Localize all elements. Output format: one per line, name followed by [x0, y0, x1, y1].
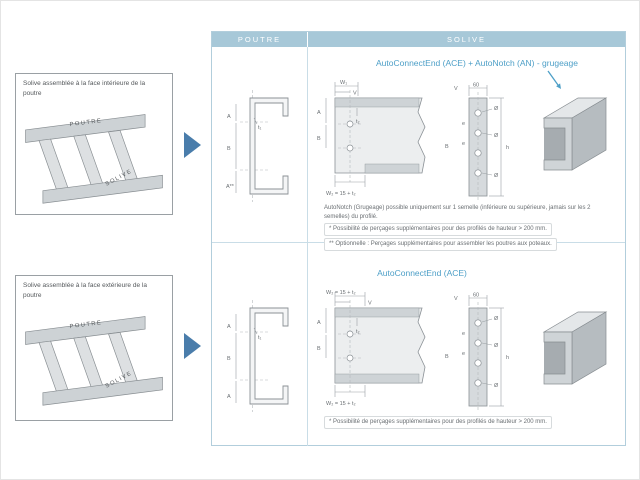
dim-label-dia: Ø [494, 133, 499, 139]
dim-label-dia: Ø [494, 316, 499, 322]
dim-label-b: B [317, 346, 321, 352]
row1-notes: AutoNotch (Grugeage) possible uniquement… [324, 204, 616, 251]
note-star: * Possibilité de perçages supplémentaire… [324, 223, 552, 237]
dim-label-a: A [227, 394, 231, 400]
solive-side-drawing-row1: W₁ V t₂ A B W₂ = 15 + t₂ [317, 80, 426, 197]
dim-label-t1: t₁ [258, 335, 262, 341]
dim-label-b: B [227, 146, 231, 152]
beam-label: POUTRE [69, 118, 102, 128]
row2-notes: * Possibilité de perçages supplémentaire… [324, 414, 616, 429]
dim-label-b: B [317, 136, 321, 142]
arrow-right-icon [184, 333, 201, 359]
column-header-solive: SOLIVE [308, 32, 625, 47]
dim-label-w2: W₂ = 15 + t₂ [326, 401, 356, 407]
table-header: POUTRE SOLIVE [212, 32, 625, 47]
dim-label-w1: W₁ [340, 80, 347, 86]
arrow-right-icon [184, 132, 201, 158]
dim-label-60: 60 [473, 293, 479, 299]
profile-3d-render-row1 [542, 97, 608, 171]
dim-label-dia: Ø [494, 106, 499, 112]
dim-label-dia: Ø [494, 173, 499, 179]
solive-end-drawing-row2: 60 V e e B Ø Ø Ø h [445, 293, 509, 411]
dim-label-v: V [454, 86, 458, 92]
poutre-section-drawing-row1: A B t₁ A** [226, 90, 289, 202]
spec-table: POUTRE SOLIVE AutoConnectEnd (ACE) + Aut… [211, 31, 626, 446]
dim-label-h: h [506, 355, 509, 361]
dim-label-b: B [445, 354, 449, 360]
poutre-section-drawing-row2: A B t₁ A [227, 300, 289, 412]
dim-label-dia: Ø [494, 343, 499, 349]
dim-label-dia: Ø [494, 383, 499, 389]
dim-label-a: A [227, 114, 231, 120]
dim-label-v: V [368, 301, 372, 307]
dim-label-60: 60 [473, 83, 479, 89]
dim-label-w2: W₂ = 15 + t₂ [326, 191, 356, 197]
dim-label-e: e [462, 141, 465, 147]
dim-label-e: e [462, 121, 465, 127]
pointer-arrow-icon [547, 70, 561, 89]
solive-side-drawing-row2: W₂ = 15 + t₂ V t₂ A B W₂ = 15 + t₂ [317, 290, 426, 407]
dim-label-v: V [454, 296, 458, 302]
left-panel-exterior: Solive assemblée à la face extérieure de… [15, 275, 173, 421]
dim-label-t1: t₁ [258, 125, 262, 131]
row2-title: AutoConnectEnd (ACE) [377, 268, 467, 278]
dim-label-b: B [445, 144, 449, 150]
row1-title: AutoConnectEnd (ACE) + AutoNotch (AN) - … [376, 58, 578, 68]
note-double-star: ** Optionnelle : Perçages supplémentaire… [324, 238, 557, 251]
dim-label-t2: t₂ [356, 119, 360, 125]
column-divider [307, 47, 308, 446]
dim-label-e: e [462, 351, 465, 357]
beam-label: POUTRE [69, 320, 102, 330]
dim-label-w2: W₂ = 15 + t₂ [326, 290, 356, 296]
dim-label-a: A [317, 320, 321, 326]
panel-caption: Solive assemblée à la face extérieure de… [23, 282, 147, 300]
dim-label-e: e [462, 331, 465, 337]
note-star: * Possibilité de perçages supplémentaire… [324, 416, 552, 429]
frame-illustration: POUTRE SOLIVE [25, 114, 163, 204]
frame-illustration: POUTRE SOLIVE [25, 316, 163, 406]
dim-label-a: A [227, 324, 231, 330]
dim-label-b: B [227, 356, 231, 362]
dim-label-h: h [506, 145, 509, 151]
panel-caption: Solive assemblée à la face intérieure de… [23, 80, 146, 98]
solive-end-drawing-row1: 60 V e e B Ø Ø Ø h [445, 83, 509, 201]
left-panel-interior: Solive assemblée à la face intérieure de… [15, 73, 173, 215]
profile-3d-render-row2 [542, 311, 608, 385]
note-main: AutoNotch (Grugeage) possible uniquement… [324, 205, 591, 220]
dim-label-a-star: A** [226, 184, 235, 190]
dim-label-v: V [353, 91, 357, 97]
column-header-poutre: POUTRE [212, 32, 307, 47]
dim-label-a: A [317, 110, 321, 116]
dim-label-t2: t₂ [356, 329, 360, 335]
